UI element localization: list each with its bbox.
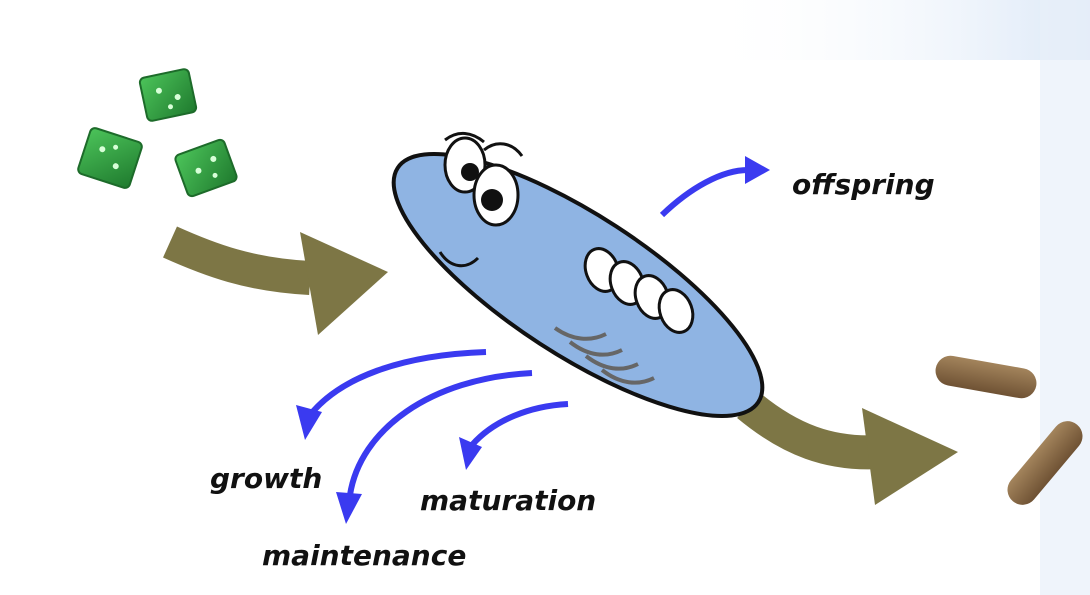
cartoon-organism-icon <box>360 109 797 461</box>
label-maintenance: maintenance <box>262 539 466 572</box>
label-maturation: maturation <box>420 484 596 517</box>
label-growth: growth <box>210 462 322 495</box>
offspring-arrow <box>662 156 770 215</box>
maturation-arrow <box>459 404 568 470</box>
label-offspring: offspring <box>792 168 935 201</box>
background-wash <box>700 0 1090 60</box>
food-pellet-icon <box>77 68 238 197</box>
intake-arrow <box>170 232 388 335</box>
background-wash-right <box>1040 0 1090 595</box>
egestion-arrow <box>748 405 958 505</box>
